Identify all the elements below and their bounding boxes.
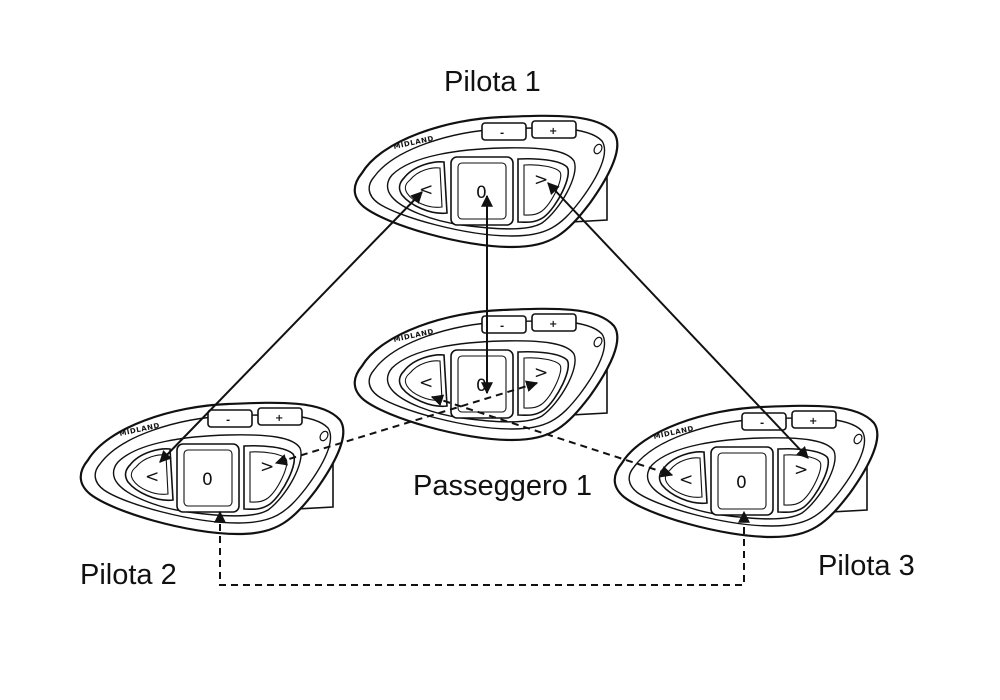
left-button-symbol: < bbox=[419, 180, 433, 200]
center-button-symbol: 0 bbox=[736, 473, 747, 493]
connection-passeggero-pilota3 bbox=[430, 394, 674, 478]
left-button-symbol: < bbox=[145, 467, 159, 487]
label-pilota-3: Pilota 3 bbox=[818, 550, 915, 582]
connections bbox=[159, 182, 809, 586]
device-pilota-3: MIDLAND < 0 > - + bbox=[613, 404, 879, 539]
center-button-symbol: 0 bbox=[476, 376, 487, 396]
connection-passeggero-pilota2 bbox=[274, 380, 539, 466]
plus-button-symbol: + bbox=[809, 416, 817, 427]
center-button-symbol: 0 bbox=[476, 183, 487, 203]
label-pilota-1: Pilota 1 bbox=[444, 66, 541, 98]
minus-button-symbol: - bbox=[226, 415, 230, 426]
connection-pilota1-pilota2 bbox=[159, 191, 423, 463]
right-button-symbol: > bbox=[260, 457, 274, 477]
plus-button-symbol: + bbox=[275, 413, 283, 424]
label-pilota-2: Pilota 2 bbox=[80, 559, 177, 591]
device-pilota-2: MIDLAND < 0 > - + bbox=[79, 401, 345, 536]
minus-button-symbol: - bbox=[500, 321, 504, 332]
right-button-symbol: > bbox=[534, 170, 548, 190]
plus-button-symbol: + bbox=[549, 319, 557, 330]
label-passeggero-1: Passeggero 1 bbox=[413, 470, 592, 502]
left-button-symbol: < bbox=[419, 373, 433, 393]
plus-button-symbol: + bbox=[549, 126, 557, 137]
center-button-symbol: 0 bbox=[202, 470, 213, 490]
right-button-symbol: > bbox=[794, 460, 808, 480]
left-button-symbol: < bbox=[679, 470, 693, 490]
minus-button-symbol: - bbox=[500, 128, 504, 139]
minus-button-symbol: - bbox=[760, 418, 764, 429]
connection-pilota1-pilota3 bbox=[547, 182, 809, 459]
connection-pilota2-pilota3 bbox=[214, 510, 750, 586]
right-button-symbol: > bbox=[534, 363, 548, 383]
